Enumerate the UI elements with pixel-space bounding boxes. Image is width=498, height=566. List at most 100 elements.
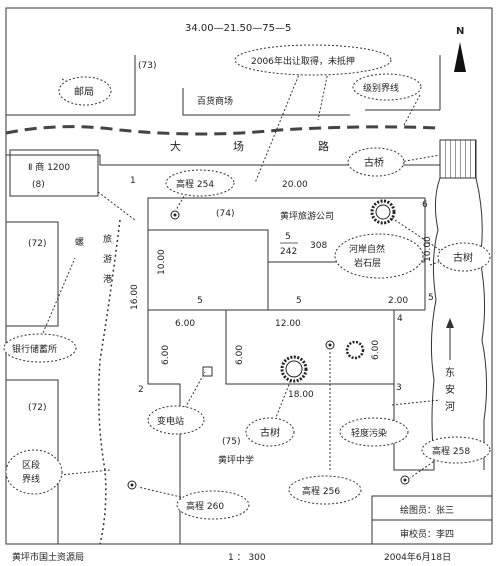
- road-char-chang: 场: [233, 139, 244, 153]
- river-flow-arrow: [446, 318, 454, 360]
- elev-258-point-icon: [400, 475, 410, 485]
- dim-20: 20.00: [282, 180, 308, 190]
- dim-left-16: 16.00: [130, 284, 140, 310]
- bank-text: 银行储蓄所: [12, 343, 57, 355]
- callout-old-tree-center: 古树: [245, 417, 295, 447]
- footer-date: 2004年6月18日: [384, 551, 451, 563]
- river-char-3: 河: [445, 401, 455, 413]
- dept-store-block: [182, 88, 350, 116]
- label-308: 308: [310, 241, 327, 251]
- elev-256-text: 高程 256: [302, 485, 340, 497]
- elev-254-point-icon: [170, 210, 180, 220]
- corner-4: 4: [397, 314, 403, 324]
- grade-boundary-line: [5, 125, 441, 136]
- dim-1200: 12.00: [275, 319, 301, 329]
- reviewer-text: 审校员：李四: [400, 528, 454, 540]
- corner-3: 3: [396, 383, 402, 393]
- dim-s5a: 5: [197, 296, 203, 306]
- dim-s5b: 5: [296, 296, 302, 306]
- dept-store-label: 百货商场: [197, 95, 233, 107]
- callout-grade-boundary: 级别界线: [352, 73, 422, 101]
- corner-6: 6: [422, 200, 428, 210]
- substation-text: 变电站: [157, 415, 184, 427]
- road-char-lu: 路: [318, 140, 329, 153]
- old-bridge-text: 古桥: [364, 156, 384, 169]
- callout-substation: 变电站: [147, 405, 205, 435]
- parcel-72-upper: (72): [28, 239, 46, 249]
- lane-char-1: 螺: [75, 237, 84, 248]
- parcel-75-outline: [147, 310, 181, 544]
- dim-right-10: 10.00: [423, 236, 433, 262]
- lane-char-2: 旅: [103, 233, 112, 245]
- district-boundary-text-1: 区段: [22, 459, 40, 471]
- tourism-company-label: 黄坪旅游公司: [280, 210, 334, 222]
- left-parcel-72-upper: [6, 221, 59, 327]
- left-parcel-72-lower: [6, 379, 59, 544]
- elev-260-text: 高程 260: [186, 500, 224, 512]
- footer-bureau: 黄坪市国土资源局: [12, 551, 84, 563]
- school-label: 黄坪中学: [218, 454, 254, 466]
- callout-elev-258: 高程 258: [421, 436, 491, 464]
- old-tree-right-text: 古树: [453, 251, 473, 264]
- header-code: 34.00—21.50—75—5: [185, 23, 291, 34]
- dim-2: 2.00: [388, 296, 408, 306]
- parcel-73: (73): [138, 61, 156, 71]
- old-tree-center-text: 古树: [260, 426, 280, 439]
- road-char-da: 大: [170, 139, 181, 153]
- callout-elev-260: 高程 260: [176, 490, 250, 520]
- old-tree-right-icon: [370, 199, 396, 225]
- dim-600-right: 6.00: [371, 340, 381, 360]
- lane-char-4: 港: [103, 273, 112, 285]
- dim-1800: 18.00: [288, 390, 314, 400]
- commercial-block: [9, 149, 99, 197]
- post-office-block: [6, 55, 136, 116]
- callout-old-bridge: 古桥: [347, 147, 405, 177]
- lane-char-3: 游: [103, 253, 112, 265]
- map-frame: [5, 7, 493, 545]
- school-building: [225, 309, 395, 385]
- district-boundary-text-2: 界线: [22, 473, 40, 485]
- substation-square: [202, 366, 213, 377]
- parcel-74-label: (74): [216, 209, 234, 219]
- callout-post-office: 邮局: [58, 76, 112, 106]
- old-tree-center-icon: [280, 355, 308, 383]
- old-bridge: [439, 139, 477, 179]
- callout-old-tree-right: 古树: [437, 242, 491, 272]
- elev-256-point-icon: [325, 340, 335, 350]
- north-arrow: N: [454, 26, 466, 72]
- corner-1: 1: [130, 176, 136, 186]
- dim-600-top: 6.00: [175, 319, 195, 329]
- callout-district-boundary: 区段 界线: [5, 449, 63, 495]
- callout-light-pollution: 轻度污染: [339, 417, 409, 447]
- parcel-72-lower: (72): [28, 403, 46, 413]
- dim-left-10: 10.00: [157, 249, 167, 275]
- elev-260-point-icon: [127, 480, 137, 490]
- post-office-text: 邮局: [74, 85, 94, 98]
- fraction-top: 5: [285, 232, 291, 242]
- drafter-text: 绘图员：张三: [400, 504, 454, 516]
- elev-254-text: 高程 254: [176, 178, 214, 190]
- mortgage-text: 2006年出让取得，未抵押: [251, 55, 355, 67]
- road-lower-edge: [6, 154, 440, 166]
- callout-elev-256: 高程 256: [288, 475, 362, 505]
- parcel-8: (8): [32, 180, 45, 190]
- river-left-bank: [430, 177, 441, 470]
- rock-text-2: 岩石层: [354, 257, 381, 269]
- parcel-75-label: (75): [222, 437, 240, 447]
- fraction-bottom: 242: [280, 247, 297, 257]
- river-char-2: 安: [445, 383, 455, 396]
- footer-scale: 1 ： 300: [228, 553, 266, 563]
- dim-600-mid: 6.00: [235, 345, 245, 365]
- callout-rock: 河岸自然 岩石层: [334, 233, 424, 279]
- corner-5: 5: [428, 293, 434, 303]
- legend-box: 绘图员：张三 审校员：李四: [371, 495, 493, 545]
- callout-elev-254: 高程 254: [165, 169, 235, 197]
- commercial-label: Ⅱ 商 1200: [28, 161, 70, 173]
- elev-258-text: 高程 258: [432, 445, 470, 457]
- district-boundary-line: [98, 219, 121, 545]
- rock-text-1: 河岸自然: [349, 243, 385, 255]
- north-letter: N: [456, 26, 464, 37]
- river-char-1: 东: [445, 366, 455, 379]
- corner-2: 2: [138, 385, 144, 395]
